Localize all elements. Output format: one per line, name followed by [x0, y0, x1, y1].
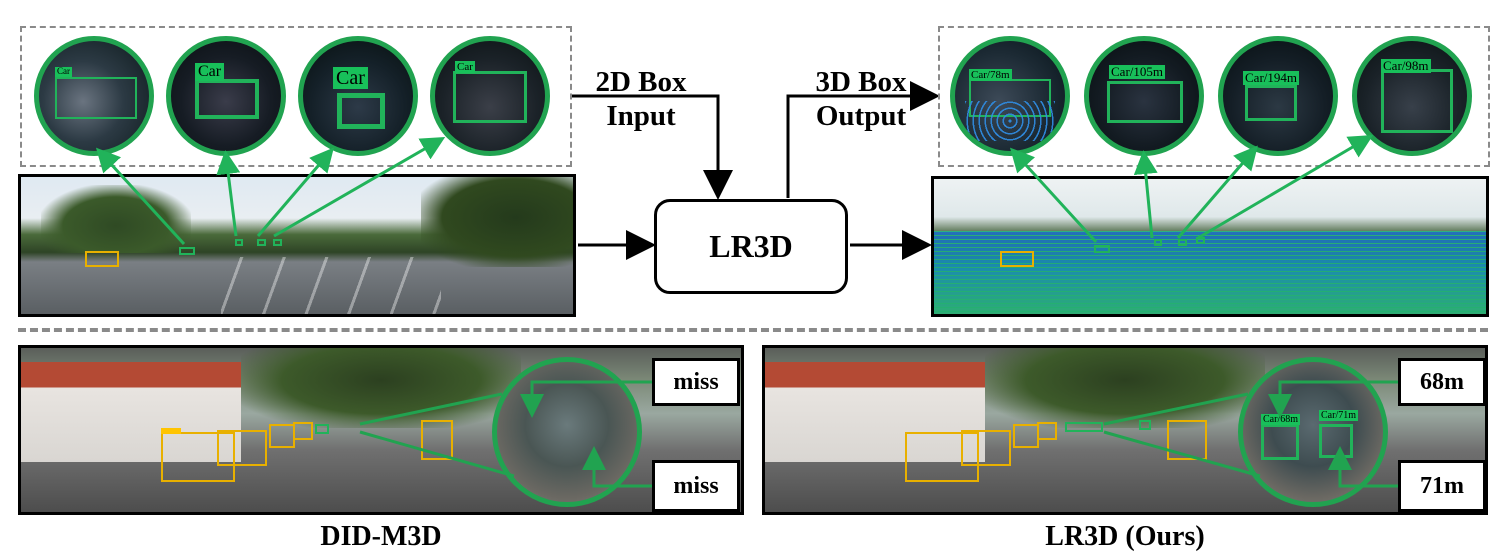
input-zoom-circle-3: Car [298, 36, 418, 156]
input-scene-trees-right [421, 177, 573, 267]
input-zoom-box-4 [453, 71, 527, 123]
output-label-line1: 3D Box [815, 66, 907, 98]
output-zoom-tag-4: Car/98m [1381, 58, 1431, 74]
input-zoom-tag-1: Car [55, 66, 72, 77]
input-scene-box-4 [273, 239, 282, 246]
output-zoom-circle-1: Car/78m [950, 36, 1070, 156]
did-m3d-callout-top: miss [652, 358, 740, 406]
did-m3d-box-1 [161, 432, 235, 482]
output-zoom-panel [938, 26, 1490, 167]
input-zoom-tag-3: Car [333, 67, 368, 89]
input-pointer-lines [95, 136, 446, 246]
input-zoom-box-3 [337, 93, 385, 129]
input-zoom-circle-1: Car [34, 36, 154, 156]
did-m3d-box-2 [217, 430, 267, 466]
lr3d-building [765, 362, 985, 462]
did-m3d-caption: DID-M3D [320, 521, 442, 552]
input-zoom-circle-2: Car [166, 36, 286, 156]
did-m3d-callout-bottom: miss [652, 460, 740, 512]
output-zoom-circle-4: Car/98m [1352, 36, 1472, 156]
output-scene-box-2 [1154, 239, 1162, 246]
input-scene-box-1 [179, 247, 195, 255]
input-scene-image [18, 174, 576, 317]
lr3d-trees [985, 348, 1265, 428]
output-zoom-lidar-1 [965, 101, 1055, 141]
input-label-line1: 2D Box [595, 66, 687, 98]
output-zoom-tag-1: Car/78m [969, 69, 1012, 82]
lr3d-box-5 [1065, 422, 1103, 432]
did-m3d-box-4 [293, 422, 313, 440]
lr3d-callout-top: 68m [1398, 358, 1486, 406]
output-zoom-box-3 [1245, 85, 1297, 121]
lr3d-box-4 [1037, 422, 1057, 440]
output-scene-box-3 [1178, 239, 1187, 246]
flow-arrows [572, 81, 940, 260]
lr3d-box-7 [1167, 420, 1207, 460]
lr3d-box-2 [961, 430, 1011, 466]
did-m3d-zoom-pointers [359, 380, 654, 488]
did-m3d-trees [241, 348, 521, 428]
output-zoom-tag-3: Car/194m [1243, 70, 1299, 86]
did-m3d-building [21, 362, 241, 462]
did-m3d-box-6 [421, 420, 453, 460]
output-zoom-box-2 [1107, 81, 1183, 123]
input-scene-box-yellow [85, 251, 119, 267]
input-zoom-tag-2: Car [195, 63, 225, 81]
section-divider [18, 328, 1488, 332]
lr3d-zoom-tag-2: Car/71m [1319, 410, 1358, 421]
input-scene-road-lines [221, 257, 441, 314]
input-zoom-box-1 [55, 77, 137, 119]
output-scene-lidar-points [934, 231, 1486, 314]
input-zoom-panel [20, 26, 572, 167]
output-pointer-lines [1009, 134, 1374, 244]
input-zoom-circle-4: Car [430, 36, 550, 156]
output-scene-box-1 [1094, 245, 1110, 253]
did-m3d-box-5 [315, 424, 329, 434]
lr3d-zoom-box-1 [1261, 424, 1299, 460]
output-zoom-circle-3: Car/194m [1218, 36, 1338, 156]
output-zoom-tag-2: Car/105m [1109, 64, 1165, 80]
output-scene-box-yellow [1000, 251, 1034, 267]
lr3d-zoom-tag-1: Car/68m [1261, 414, 1300, 425]
lr3d-model-box: LR3D [654, 199, 848, 294]
did-m3d-box-1-tag [161, 428, 181, 434]
input-scene-box-3 [257, 239, 266, 246]
input-scene-trees-left [41, 185, 191, 253]
input-zoom-tag-4: Car [455, 61, 475, 74]
lr3d-box-6 [1139, 420, 1151, 430]
lr3d-caption: LR3D (Ours) [1045, 521, 1205, 552]
output-label-line2: Output [815, 100, 907, 132]
input-scene-box-2 [235, 239, 243, 246]
input-zoom-box-2 [195, 79, 259, 119]
lr3d-scene-image [762, 345, 1488, 515]
lr3d-box-1 [905, 432, 979, 482]
input-label-line2: Input [606, 100, 676, 132]
lr3d-callout-bottom: 71m [1398, 460, 1486, 512]
